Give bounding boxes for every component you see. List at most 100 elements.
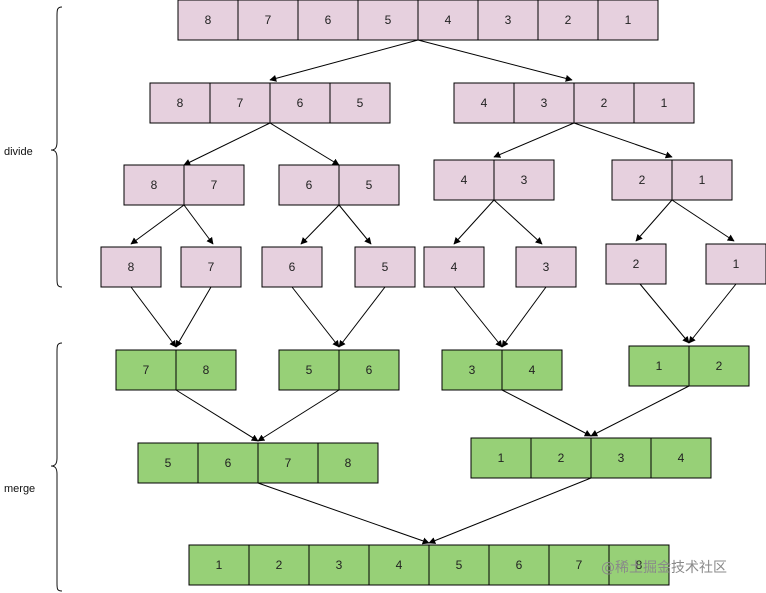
cell-box: [137, 442, 199, 484]
cell-box: [115, 349, 177, 391]
cell-box: [188, 544, 250, 586]
arrow-8: [300, 204, 340, 245]
cell-value: 4: [451, 260, 458, 274]
cell-r3-2: 6: [261, 246, 323, 288]
cell-value: 7: [211, 178, 218, 192]
cell-r1_left-3: 5: [329, 82, 391, 124]
cell-box: [297, 0, 359, 41]
cell-value: 5: [366, 178, 373, 192]
cell-box: [177, 0, 239, 41]
cell-m3-6: 7: [548, 544, 610, 586]
cell-m1_d-1: 2: [688, 345, 750, 387]
cell-value: 2: [601, 96, 608, 110]
arrow-15: [175, 286, 212, 348]
cell-r1_right-1: 3: [513, 82, 575, 124]
cell-value: 3: [505, 13, 512, 27]
cell-value: 5: [385, 13, 392, 27]
cell-box: [100, 246, 162, 288]
cell-value: 1: [216, 558, 223, 572]
cell-box: [493, 159, 555, 201]
cell-m2_left-3: 8: [317, 442, 379, 484]
arrow-1: [417, 39, 573, 82]
cell-value: 3: [543, 260, 550, 274]
cell-value: 8: [345, 456, 352, 470]
cell-value: 3: [336, 558, 343, 572]
arrow-19: [501, 286, 547, 348]
cell-box: [705, 243, 766, 285]
cell-value: 3: [521, 173, 528, 187]
cell-value: 7: [237, 96, 244, 110]
cell-r0-4: 4: [417, 0, 479, 41]
cell-r3-7: 1: [705, 243, 766, 285]
cell-r0-1: 7: [237, 0, 299, 41]
cell-r3-4: 4: [423, 246, 485, 288]
cell-value: 4: [461, 173, 468, 187]
cell-m2_left-1: 6: [197, 442, 259, 484]
arrow-17: [338, 286, 386, 348]
divide-brace: [50, 6, 63, 288]
cell-value: 5: [357, 96, 364, 110]
arrow-21: [688, 283, 737, 344]
cell-value: 1: [656, 359, 663, 373]
cell-box: [308, 544, 370, 586]
cell-box: [175, 349, 237, 391]
cell-r2_c-0: 4: [433, 159, 495, 201]
cell-value: 2: [639, 173, 646, 187]
cell-value: 8: [203, 363, 210, 377]
cell-value: 7: [143, 363, 150, 377]
cell-r0-7: 1: [597, 0, 659, 41]
cell-value: 6: [306, 178, 313, 192]
cell-value: 2: [276, 558, 283, 572]
cell-box: [501, 349, 563, 391]
cell-box: [197, 442, 259, 484]
cell-box: [515, 246, 577, 288]
cell-r1_right-0: 4: [453, 82, 515, 124]
cell-value: 6: [325, 13, 332, 27]
cell-r0-0: 8: [177, 0, 239, 41]
arrow-12: [635, 199, 673, 242]
cell-r1_left-2: 6: [269, 82, 331, 124]
cell-value: 1: [498, 451, 505, 465]
arrow-16: [291, 286, 340, 348]
cell-value: 8: [636, 558, 643, 572]
cell-r3-3: 5: [354, 246, 416, 288]
cell-box: [357, 0, 419, 41]
cell-box: [513, 82, 575, 124]
cell-value: 1: [733, 257, 740, 271]
cell-box: [537, 0, 599, 41]
cell-box: [278, 349, 340, 391]
cell-value: 5: [382, 260, 389, 274]
cell-box: [470, 437, 532, 479]
cell-r3-6: 2: [605, 243, 667, 285]
cell-m3-7: 8: [608, 544, 670, 586]
arrow-25: [590, 385, 690, 437]
cell-box: [149, 82, 211, 124]
cell-value: 8: [151, 178, 158, 192]
cell-r2_b-1: 5: [338, 164, 400, 206]
cell-value: 8: [128, 260, 135, 274]
cell-box: [257, 442, 319, 484]
arrow-24: [501, 389, 592, 437]
cell-box: [590, 437, 652, 479]
cell-m2_right-1: 2: [530, 437, 592, 479]
cell-box: [597, 0, 659, 41]
cell-m3-4: 5: [428, 544, 490, 586]
cell-value: 3: [618, 451, 625, 465]
cell-value: 6: [297, 96, 304, 110]
cell-m1_a-1: 8: [175, 349, 237, 391]
cell-box: [633, 82, 695, 124]
cell-value: 2: [558, 451, 565, 465]
arrows-layer: [130, 39, 737, 545]
cell-value: 3: [469, 363, 476, 377]
cell-value: 4: [445, 13, 452, 27]
cell-r1_left-1: 7: [209, 82, 271, 124]
cell-r2_d-0: 2: [611, 159, 673, 201]
cell-box: [477, 0, 539, 41]
cell-m2_left-2: 7: [257, 442, 319, 484]
cell-value: 4: [678, 451, 685, 465]
arrow-0: [269, 39, 419, 82]
cell-m2_right-2: 3: [590, 437, 652, 479]
cell-box: [605, 243, 667, 285]
arrow-3: [269, 122, 340, 166]
